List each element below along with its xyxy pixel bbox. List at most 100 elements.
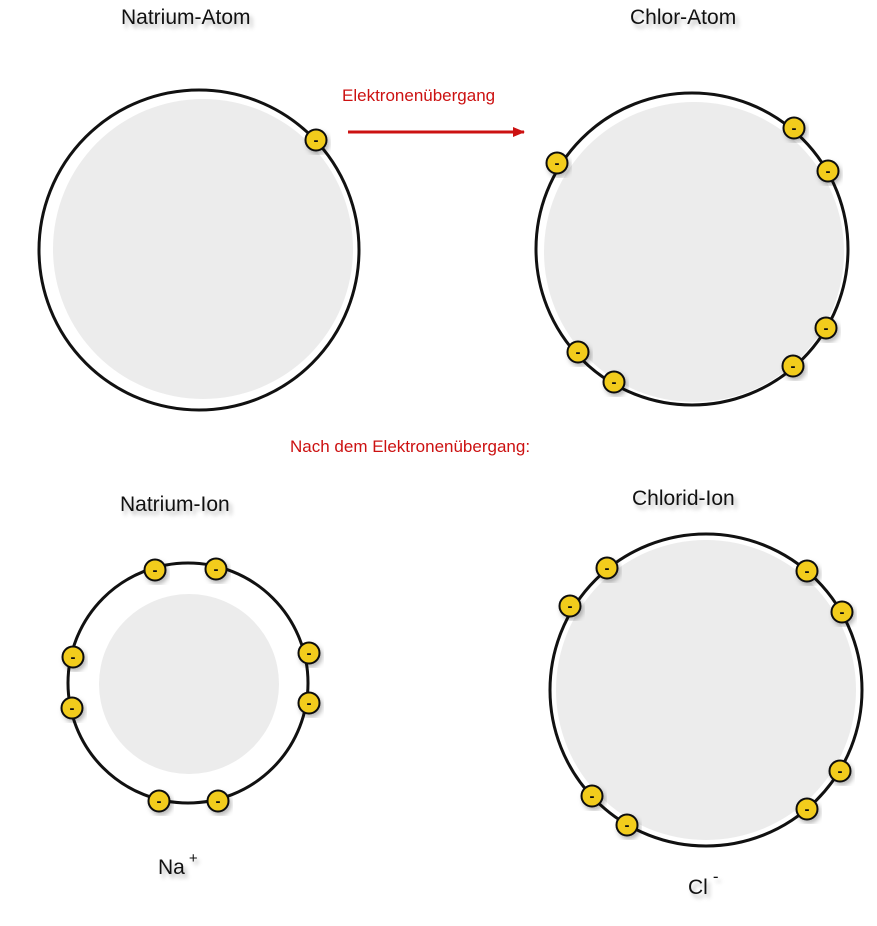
electron-minus-sign: - (216, 793, 221, 810)
chloride-charge: - (712, 867, 719, 886)
electron-minus-sign: - (791, 358, 796, 375)
chlorine-atom-shell (534, 91, 850, 407)
electron-icon (545, 151, 569, 175)
electron-minus-sign: - (70, 700, 75, 717)
electron-minus-sign: - (555, 155, 560, 172)
sodium-atom-nucleus (53, 99, 353, 399)
electron-icon (816, 159, 840, 183)
electron-minus-sign: - (805, 563, 810, 580)
electron-icon (595, 556, 619, 580)
electron-icon (297, 641, 321, 665)
sodium-ion-electron-2: - (204, 557, 228, 581)
electron-icon (566, 340, 590, 364)
electron-icon (828, 759, 852, 783)
chloride-ion-symbol: Cl- (688, 867, 719, 900)
electron-minus-sign: - (307, 645, 312, 662)
sodium-ion-symbol: Na+ (158, 850, 198, 880)
electron-icon (580, 784, 604, 808)
electron-icon (814, 316, 838, 340)
electron-minus-sign: - (792, 120, 797, 137)
electron-minus-sign: - (826, 163, 831, 180)
chloride-ion-electron-1: - (595, 556, 619, 580)
sodium-symbol: Na (158, 856, 185, 879)
sodium-atom-shell (37, 88, 361, 412)
electron-minus-sign: - (576, 344, 581, 361)
electron-icon (143, 558, 167, 582)
chloride-ion-electrons: - - - - - - - - (558, 556, 854, 837)
chloride-ion-electron-4: - (830, 600, 854, 624)
sodium-ion-nucleus (99, 594, 279, 774)
chloride-ion: - - - - - - - - (548, 532, 864, 848)
chlorine-atom-electron-4: - (814, 316, 838, 340)
chloride-ion-electron-7: - (580, 784, 604, 808)
sodium-atom-electrons: - (304, 128, 328, 152)
electron-minus-sign: - (625, 817, 630, 834)
chlorine-atom-nucleus (544, 102, 844, 402)
electron-minus-sign: - (568, 598, 573, 615)
electron-minus-sign: - (590, 788, 595, 805)
sodium-atom-label: Natrium-Atom (121, 6, 251, 29)
chloride-ion-electron-6: - (795, 797, 819, 821)
electron-icon (781, 354, 805, 378)
sodium-ion-electron-5: - (297, 641, 321, 665)
electron-minus-sign: - (71, 649, 76, 666)
sodium-ion-electron-7: - (147, 789, 171, 813)
electron-icon (782, 116, 806, 140)
electron-minus-sign: - (307, 695, 312, 712)
sodium-ion-label: Natrium-Ion (120, 493, 230, 516)
electron-icon (206, 789, 230, 813)
electron-minus-sign: - (314, 132, 319, 149)
electron-minus-sign: - (824, 320, 829, 337)
chlorine-atom-electron-6: - (566, 340, 590, 364)
sodium-charge: + (188, 850, 198, 867)
electron-icon (204, 557, 228, 581)
chlorine-atom-electron-3: - (816, 159, 840, 183)
electron-icon (795, 797, 819, 821)
sodium-ion-electron-3: - (61, 645, 85, 669)
chloride-ion-electron-2: - (558, 594, 582, 618)
chloride-ion-electron-8: - (615, 813, 639, 837)
electron-minus-sign: - (153, 562, 158, 579)
electron-minus-sign: - (838, 763, 843, 780)
sodium-ion-electron-8: - (206, 789, 230, 813)
electron-icon (147, 789, 171, 813)
chlorine-atom-electron-7: - (602, 370, 626, 394)
electron-transfer-label: Elektronenübergang (342, 86, 496, 105)
sodium-ion-electron-1: - (143, 558, 167, 582)
chloride-ion-label: Chlorid-Ion (632, 487, 735, 510)
electron-minus-sign: - (840, 604, 845, 621)
electron-icon (795, 559, 819, 583)
electron-minus-sign: - (805, 801, 810, 818)
chlorine-atom: - - - - - - - (534, 91, 850, 407)
electron-minus-sign: - (214, 561, 219, 578)
chlorine-atom-label: Chlor-Atom (630, 6, 737, 29)
electron-icon (297, 691, 321, 715)
chloride-ion-shell (548, 532, 864, 848)
electron-icon (60, 696, 84, 720)
electron-icon (615, 813, 639, 837)
sodium-ion-electron-4: - (60, 696, 84, 720)
electron-icon (830, 600, 854, 624)
sodium-ion-electron-6: - (297, 691, 321, 715)
sodium-ion-electrons: - - - - - - - - (60, 557, 321, 813)
electron-minus-sign: - (157, 793, 162, 810)
chlorine-atom-electron-1: - (545, 151, 569, 175)
chlorine-atom-electron-5: - (781, 354, 805, 378)
electron-icon (61, 645, 85, 669)
electron-minus-sign: - (605, 560, 610, 577)
after-transfer-label: Nach dem Elektronenübergang: (290, 437, 531, 456)
chloride-ion-electron-3: - (795, 559, 819, 583)
chlorine-atom-electron-2: - (782, 116, 806, 140)
chloride-symbol: Cl (688, 876, 708, 899)
electron-minus-sign: - (612, 374, 617, 391)
sodium-ion-shell (66, 561, 310, 805)
electron-icon (558, 594, 582, 618)
electron-icon (304, 128, 328, 152)
sodium-ion: - - - - - - - - (60, 557, 321, 813)
chlorine-atom-electrons: - - - - - - - (545, 116, 840, 394)
chloride-ion-nucleus (556, 540, 856, 840)
sodium-atom: - (37, 88, 361, 412)
electron-icon (602, 370, 626, 394)
